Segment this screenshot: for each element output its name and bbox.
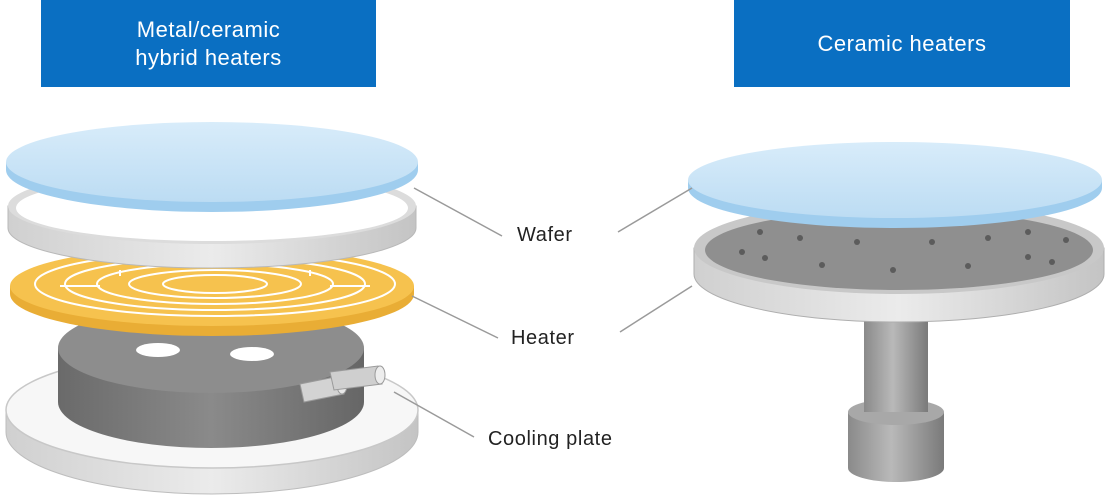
wafer-right [688, 142, 1102, 228]
ceramic-heater-plate [693, 202, 1105, 323]
label-heater: Heater [511, 327, 575, 349]
wafer-left [6, 122, 418, 212]
leader-wafer-left [413, 187, 503, 237]
leader-cooling-plate [393, 391, 475, 438]
header-right-title: Ceramic heaters [817, 30, 987, 56]
pedestal-shaft [848, 300, 944, 482]
cooling-hole-left [136, 343, 180, 357]
label-cooling-plate: Cooling plate [488, 428, 613, 450]
label-wafer: Wafer [517, 224, 573, 246]
cooling-pipes [299, 365, 386, 403]
header-metal-ceramic-hybrid: Metal/ceramic hybrid heaters [41, 0, 376, 87]
header-ceramic-heaters: Ceramic heaters [734, 0, 1070, 87]
cooling-hole-right [230, 347, 274, 361]
leader-lines [393, 187, 693, 438]
leader-heater-left [411, 295, 499, 339]
leader-heater-right [619, 285, 693, 333]
lift-pin-holes [739, 229, 1069, 273]
leader-wafer-right [617, 187, 693, 233]
header-left-line2: hybrid heaters [135, 44, 282, 70]
header-left-line1: Metal/ceramic [136, 16, 281, 42]
heater-element [10, 246, 414, 336]
